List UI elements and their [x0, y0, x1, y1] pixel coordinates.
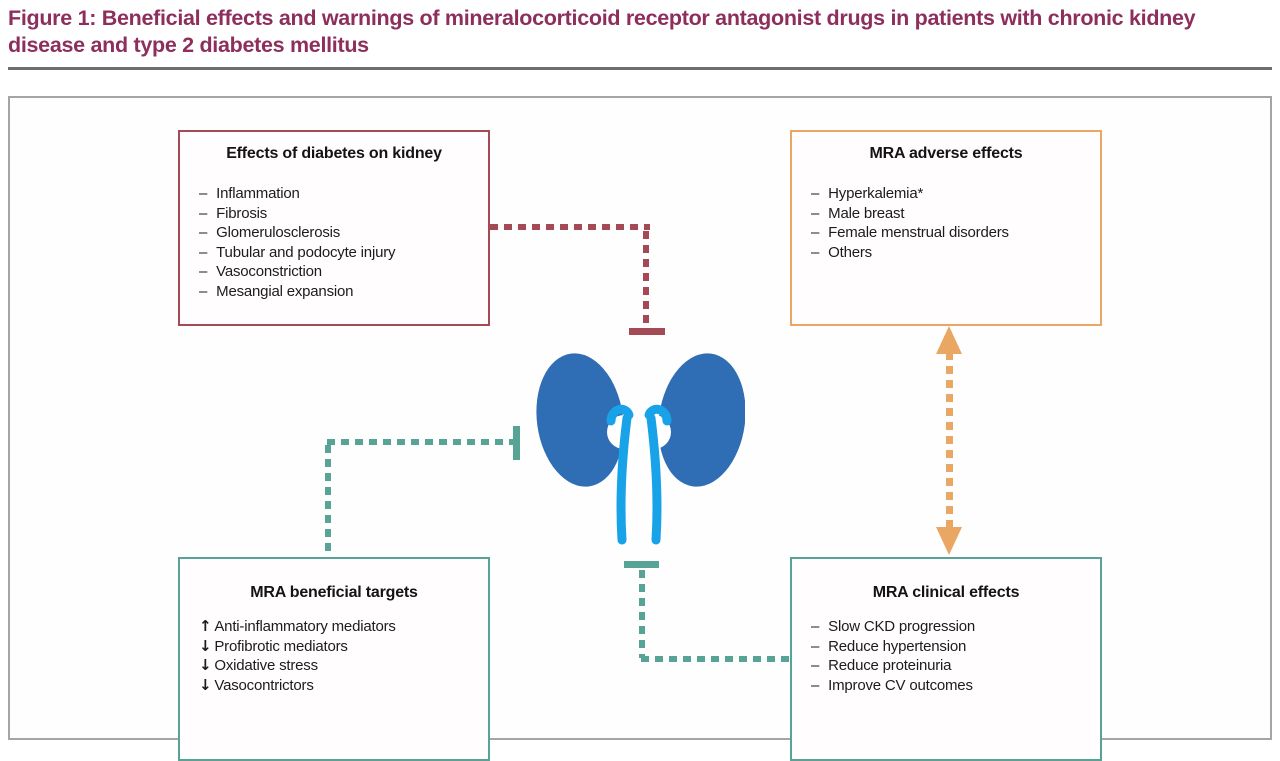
dash-bullet: – [199, 224, 208, 241]
connector-adverse-clinical-double-arrow [946, 352, 953, 529]
connector-kidney-to-clinical-horizontal [641, 656, 790, 662]
list-item-text: Slow CKD progression [828, 618, 976, 635]
list-item: –Slow CKD progression [811, 617, 1092, 637]
dash-bullet: – [811, 204, 820, 222]
dash-bullet: – [811, 185, 820, 202]
dash-bullet: – [811, 224, 820, 241]
box-title: MRA beneficial targets [250, 584, 418, 601]
list-item: –Hyperkalemia* [811, 184, 1092, 204]
inhibition-tbar-teal-left [513, 426, 520, 460]
dash-bullet: – [199, 263, 208, 280]
list-item: –Reduce hypertension [811, 637, 1092, 657]
list-item-text: Anti-inflammatory mediators [214, 618, 396, 635]
box-mra-clinical-effects: MRA clinical effects –Slow CKD progressi… [790, 557, 1102, 761]
list-item-text: Mesangial expansion [216, 282, 354, 300]
list-item: –Inflammation [199, 184, 480, 204]
box-title: MRA clinical effects [872, 584, 1020, 601]
list-item-text: Profibrotic mediators [214, 637, 348, 655]
list-item: –Fibrosis [199, 204, 480, 224]
list-item-text: Glomerulosclerosis [216, 224, 341, 241]
list-item: –Reduce proteinuria [811, 656, 1092, 676]
connector-diabetes-to-kidney-horizontal [490, 224, 650, 230]
down-arrow-glyph: ↓ [199, 656, 212, 674]
right-ureter [646, 413, 662, 545]
inhibition-tbar-teal-bottom [624, 561, 659, 568]
list-item: ↓Oxidative stress [199, 656, 480, 676]
dash-bullet: – [199, 204, 208, 222]
connector-diabetes-to-kidney-vertical [643, 231, 649, 326]
mra-adverse-list: –Hyperkalemia* –Male breast –Female mens… [792, 184, 1100, 262]
connector-kidney-to-clinical-vertical [639, 570, 645, 658]
dash-bullet: – [811, 243, 820, 261]
title-divider [8, 67, 1272, 70]
effects-diabetes-list: –Inflammation –Fibrosis –Glomerulosclero… [180, 184, 488, 301]
dash-bullet: – [811, 676, 820, 694]
list-item-text: Female menstrual disorders [828, 224, 1009, 241]
list-item-text: Male breast [828, 204, 905, 222]
orange-arrowhead-up [936, 326, 962, 354]
list-item-text: Fibrosis [216, 204, 268, 222]
dash-bullet: – [811, 618, 820, 635]
dash-bullet: – [199, 243, 208, 261]
list-item-text: Others [828, 243, 872, 261]
box-mra-adverse-effects: MRA adverse effects –Hyperkalemia* –Male… [790, 130, 1102, 326]
list-item: –Tubular and podocyte injury [199, 243, 480, 263]
up-arrow-glyph: ↑ [199, 617, 212, 635]
figure-title-line2: disease and type 2 diabetes mellitus [8, 33, 369, 57]
left-ureter-hook [606, 404, 634, 426]
kidneys-illustration [536, 353, 745, 545]
dash-bullet: – [199, 282, 208, 300]
list-item-text: Improve CV outcomes [828, 676, 973, 694]
list-item: –Improve CV outcomes [811, 676, 1092, 696]
connector-targets-to-kidney-vertical [325, 445, 331, 557]
list-item: –Male breast [811, 204, 1092, 224]
list-item-text: Reduce hypertension [828, 637, 967, 655]
list-item: –Vasoconstriction [199, 262, 480, 282]
list-item: –Others [811, 243, 1092, 263]
down-arrow-glyph: ↓ [199, 675, 212, 694]
inhibition-tbar-maroon [629, 328, 665, 335]
list-item-text: Tubular and podocyte injury [216, 243, 396, 261]
mra-targets-list: ↑Anti-inflammatory mediators ↓Profibroti… [180, 617, 488, 695]
list-item-text: Oxidative stress [214, 657, 318, 674]
list-item: –Mesangial expansion [199, 282, 480, 302]
figure-title: Figure 1: Beneficial effects and warning… [8, 5, 1274, 59]
left-ureter [616, 413, 632, 545]
orange-arrowhead-down [936, 527, 962, 555]
left-kidney-shape [536, 353, 624, 487]
connector-targets-to-kidney-horizontal [327, 439, 513, 445]
box-title: MRA adverse effects [869, 145, 1023, 162]
dash-bullet: – [811, 637, 820, 655]
list-item: –Glomerulosclerosis [199, 223, 480, 243]
box-title: Effects of diabetes on kidney [226, 145, 442, 162]
list-item-text: Vasocontrictors [214, 676, 314, 694]
list-item: ↓Profibrotic mediators [199, 637, 480, 657]
list-item: –Female menstrual disorders [811, 223, 1092, 243]
list-item: ↓Vasocontrictors [199, 676, 480, 696]
dash-bullet: – [811, 657, 820, 674]
figure-title-line1: Figure 1: Beneficial effects and warning… [8, 6, 1196, 30]
down-arrow-glyph: ↓ [199, 636, 212, 655]
list-item: ↑Anti-inflammatory mediators [199, 617, 480, 637]
list-item-text: Hyperkalemia* [828, 185, 924, 202]
list-item-text: Vasoconstriction [216, 263, 322, 280]
box-effects-of-diabetes-on-kidney: Effects of diabetes on kidney –Inflammat… [178, 130, 490, 326]
right-kidney-shape [658, 353, 745, 487]
list-item-text: Inflammation [216, 185, 300, 202]
box-mra-beneficial-targets: MRA beneficial targets ↑Anti-inflammator… [178, 557, 490, 761]
right-ureter-hook [644, 404, 672, 426]
list-item-text: Reduce proteinuria [828, 657, 952, 674]
dash-bullet: – [199, 185, 208, 202]
mra-clinical-list: –Slow CKD progression –Reduce hypertensi… [792, 617, 1100, 695]
